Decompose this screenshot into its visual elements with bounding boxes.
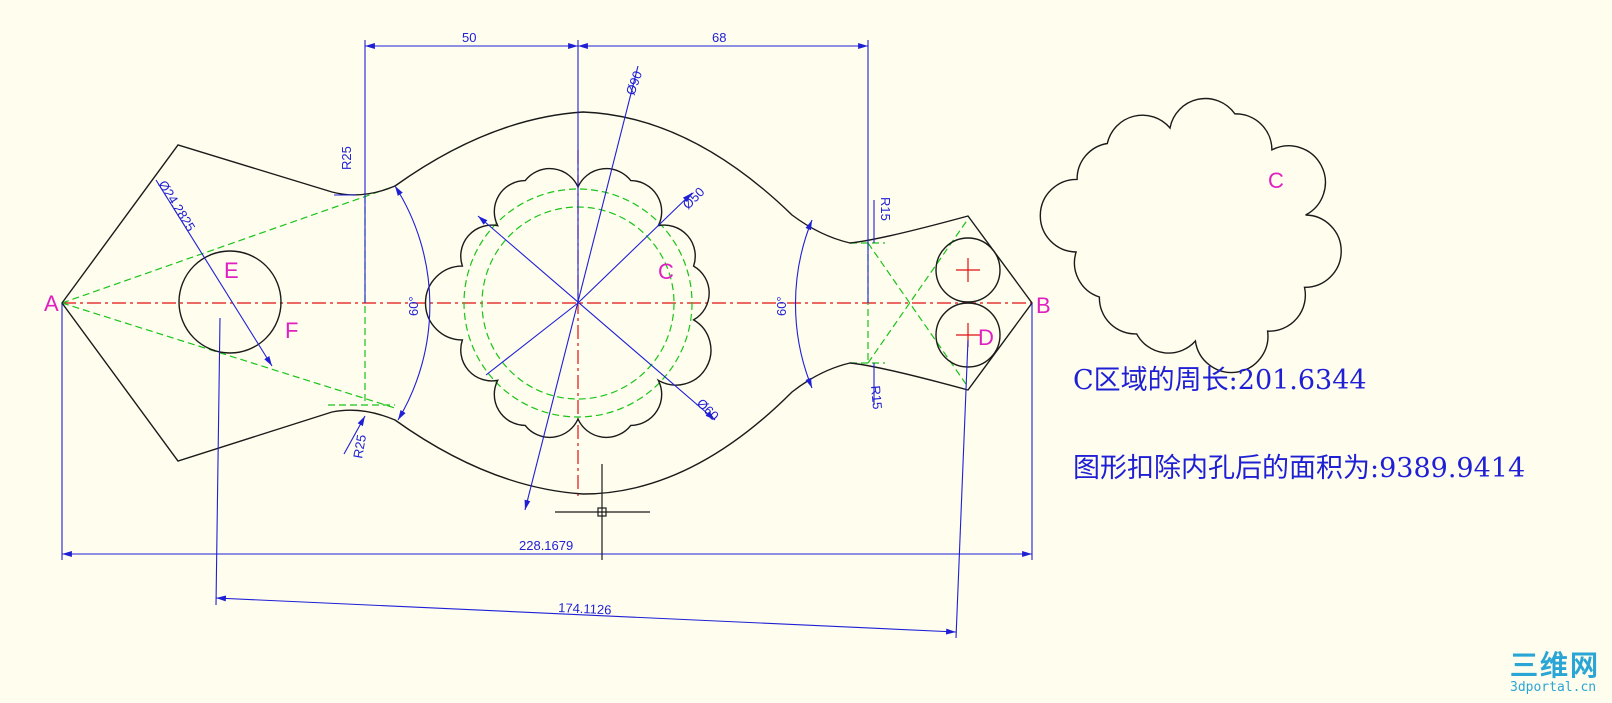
dim-line-dia50 [577, 192, 693, 304]
angle-arc-left [394, 185, 431, 421]
dim-line-dia90 [524, 65, 639, 511]
dim-text-dia50: Ø50 [680, 184, 708, 212]
hole-d-top [935, 237, 1001, 303]
point-label-f: F [285, 318, 298, 343]
detail-label-c: C [1268, 168, 1284, 193]
dimension-labels: 50 68 Ø90 Ø50 Ø60 Ø24.2825 R25 R25 R15 R… [155, 30, 893, 617]
angle-arc-right [794, 219, 813, 389]
leader-r25-bottom [343, 415, 366, 455]
dim-text-r15-top: R15 [878, 197, 893, 221]
watermark-main: 三维网 [1510, 649, 1601, 682]
point-label-e: E [224, 258, 239, 283]
point-label-a: A [44, 291, 59, 316]
dim-text-angle-left: 60° [406, 296, 421, 316]
point-labels: A B C D E F C [44, 168, 1284, 350]
perimeter-label: C区域的周长: [1073, 365, 1238, 396]
dim-text-total: 228.1679 [519, 538, 573, 553]
point-label-c: C [658, 259, 674, 284]
construction-line [867, 242, 969, 388]
dim-line-dia60 [485, 302, 579, 376]
dim-text-50: 50 [462, 30, 476, 45]
area-result: 图形扣除内孔后的面积为:9389.9414 [1073, 446, 1525, 485]
construction-lines [61, 185, 969, 418]
watermark-sub: 3dportal.cn [1510, 680, 1597, 695]
dimension-lines [61, 40, 1033, 639]
dim-line-dia60 [477, 215, 716, 421]
perimeter-value: 201.6344 [1237, 365, 1367, 396]
area-value: 9389.9414 [1379, 453, 1526, 484]
construction-line [867, 218, 969, 364]
dim-text-r15-bottom: R15 [868, 385, 885, 410]
dim-text-r25-top: R25 [339, 146, 354, 170]
extension-line [215, 317, 221, 606]
dim-text-diag: 174.1126 [558, 600, 612, 617]
dim-line-dia24 [155, 179, 273, 367]
part-outline [61, 97, 1342, 495]
dim-text-dia90: Ø90 [623, 69, 646, 97]
hole-d-bottom [935, 302, 1001, 368]
crosshair-cursor-icon[interactable] [555, 464, 650, 560]
perimeter-result: C区域的周长:201.6344 [1073, 358, 1367, 397]
construction-line [61, 185, 396, 304]
point-label-d: D [978, 325, 994, 350]
dim-text-dia60: Ø60 [694, 396, 722, 424]
flower-detail-c [1039, 97, 1342, 374]
point-label-b: B [1036, 293, 1051, 318]
dim-line-diag [215, 595, 957, 635]
extension-line [955, 339, 969, 639]
construction-line [61, 302, 396, 409]
dim-text-68: 68 [712, 30, 726, 45]
center-marks [956, 258, 980, 347]
dim-text-r25-bottom: R25 [350, 433, 369, 459]
dim-text-angle-right: 60° [774, 296, 789, 316]
area-label: 图形扣除内孔后的面积为: [1073, 453, 1380, 484]
dim-text-dia24: Ø24.2825 [155, 178, 198, 234]
hole-e [178, 250, 282, 354]
watermark-logo: 三维网 3dportal.cn [1510, 651, 1606, 697]
